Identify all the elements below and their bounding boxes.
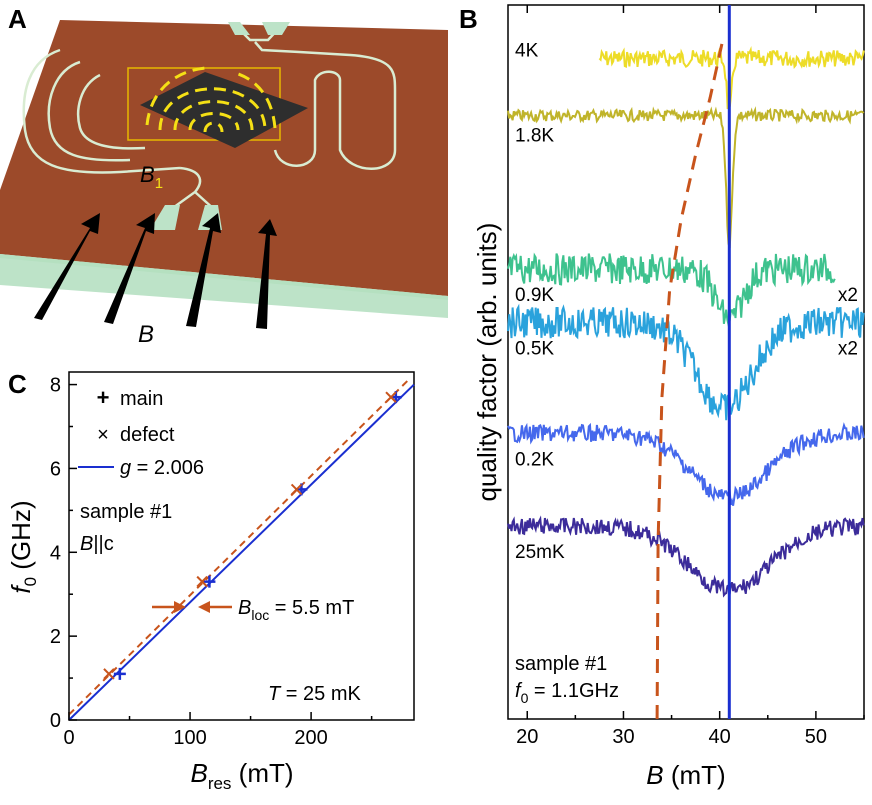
c-xlabel: Bres (mT)	[190, 758, 293, 793]
series-0.2K-line	[507, 422, 865, 506]
c-xtick-label-100: 100	[173, 727, 206, 749]
bloc-arrow-left-head	[174, 601, 186, 613]
c-orient-main: B	[80, 533, 93, 555]
arrow-3	[186, 213, 221, 327]
point-defect-0	[103, 668, 115, 680]
c-bloc-value: = 5.5 mT	[269, 597, 354, 619]
b-annotation-f0: f0 = 1.1GHz	[515, 680, 619, 706]
sample-crystal	[140, 72, 308, 148]
b-xtick-label-50: 50	[805, 726, 827, 748]
b-xtick-label-30: 30	[612, 726, 634, 748]
c-xlabel-unit: (mT)	[231, 758, 293, 788]
series-label-1.8K: 1.8K	[515, 126, 554, 147]
series-4K-line	[598, 46, 865, 110]
b1-subscript: 1	[155, 175, 163, 192]
fit-label-value: = 2.006	[131, 457, 204, 479]
b-xlabel-unit: (mT)	[664, 760, 726, 790]
series-label-0.9K: 0.9K	[515, 285, 554, 306]
point-defect-3	[385, 391, 397, 403]
substrate-side	[0, 254, 448, 318]
c-xlabel-sub: res	[208, 774, 232, 793]
c-orient-rest: ||c	[93, 533, 113, 555]
c-ytick-label-4: 4	[50, 542, 61, 564]
point-defect-1	[196, 575, 208, 588]
feedline-top	[228, 22, 250, 35]
b-xtick-label-20: 20	[516, 726, 538, 748]
series-label-4K: 4K	[515, 41, 539, 62]
b-xlabel-main: B	[646, 760, 663, 790]
c-ytick-label-0: 0	[50, 710, 61, 732]
field-arrows	[34, 213, 277, 329]
c-text-orient: B||c	[80, 533, 114, 555]
feedline-bottom	[150, 205, 180, 230]
fit-line-defect	[68, 379, 409, 716]
c-temp-main: T	[268, 683, 282, 705]
c-bloc-sub: loc	[251, 607, 269, 623]
c-legend: + main × defect g = 2.006	[78, 385, 204, 479]
field-label: B	[138, 321, 154, 348]
point-main-1	[203, 575, 216, 588]
chip-front-edge	[0, 254, 448, 300]
c-ytick-label-2: 2	[50, 626, 61, 648]
c-ylabel-main: f	[6, 584, 36, 594]
legend-label-defect: defect	[120, 424, 175, 446]
feedline-top-2	[262, 22, 290, 35]
chip-top	[0, 20, 448, 296]
b-ylabel: quality factor (arb. units)	[472, 223, 502, 502]
fit-line-g	[68, 383, 415, 721]
arrow-2	[104, 213, 155, 324]
point-main-0	[113, 667, 126, 680]
arrow-4	[256, 219, 277, 329]
c-text-temp: T = 25 mK	[268, 683, 361, 705]
c-ylabel-sub: 0	[21, 577, 40, 586]
plot-c-frame	[68, 371, 415, 721]
c-ytick-label-8: 8	[50, 375, 61, 397]
c-ytick-label-6: 6	[50, 458, 61, 480]
panel-label-c: C	[8, 369, 27, 399]
series-25mK-line	[507, 515, 865, 598]
c-bloc-main: B	[238, 597, 251, 619]
b1-label: B1	[140, 162, 163, 192]
c-ylabel: f0 (GHz)	[6, 500, 40, 593]
c-xtick-label-0: 0	[63, 727, 74, 749]
legend-label-fit: g = 2.006	[120, 457, 204, 479]
c-ylabel-unit: (GHz)	[6, 500, 36, 577]
series-label-0.5K: 0.5K	[515, 339, 554, 360]
fit-label-main: g	[120, 457, 131, 479]
series-0.5K-line	[507, 303, 865, 421]
panel-a-illustration: B1 B	[0, 20, 448, 348]
series-label-0.2K: 0.2K	[515, 449, 554, 470]
panel-label-b: B	[459, 4, 478, 34]
b-f0-main: f	[515, 680, 523, 702]
legend-marker-main: +	[97, 385, 110, 410]
defect-dashed-curve	[655, 40, 725, 720]
b1-field-lines	[145, 66, 277, 133]
b-f0-sub: 0	[521, 690, 529, 706]
panel-c-chart: 0 100 200 0 2 4 6 8 + main × defect g = 2.006 s…	[50, 371, 415, 749]
c-text-sample: sample #1	[80, 501, 172, 523]
series-label-25mK: 25mK	[515, 542, 565, 563]
legend-marker-defect: ×	[97, 424, 109, 446]
legend-label-main: main	[120, 388, 163, 410]
b-f0-value: = 1.1GHz	[528, 680, 619, 702]
b-xlabel: B (mT)	[646, 760, 725, 790]
arrow-1	[34, 213, 100, 320]
c-xlabel-main: B	[190, 758, 207, 788]
bloc-arrow-right-head	[198, 601, 210, 613]
point-defect-2	[290, 483, 303, 496]
c-text-bloc: Bloc = 5.5 mT	[238, 597, 354, 623]
c-temp-value: = 25 mK	[280, 683, 361, 705]
b-loc-arrows	[152, 601, 232, 613]
b-xtick-label-40: 40	[709, 726, 731, 748]
b-annotation-sample: sample #1	[515, 653, 607, 675]
series-scale-0.5K: x2	[838, 339, 858, 360]
c-xtick-label-200: 200	[294, 727, 327, 749]
series-scale-0.9K: x2	[838, 285, 858, 306]
panel-label-a: A	[8, 4, 27, 34]
panel-b-chart: 20 30 40 50 4K 1.8K 0.9K x2 0.5K x2 0.2K 25mK	[507, 4, 865, 748]
plot-b-frame	[507, 4, 865, 720]
series-1.8K-line	[507, 106, 865, 249]
